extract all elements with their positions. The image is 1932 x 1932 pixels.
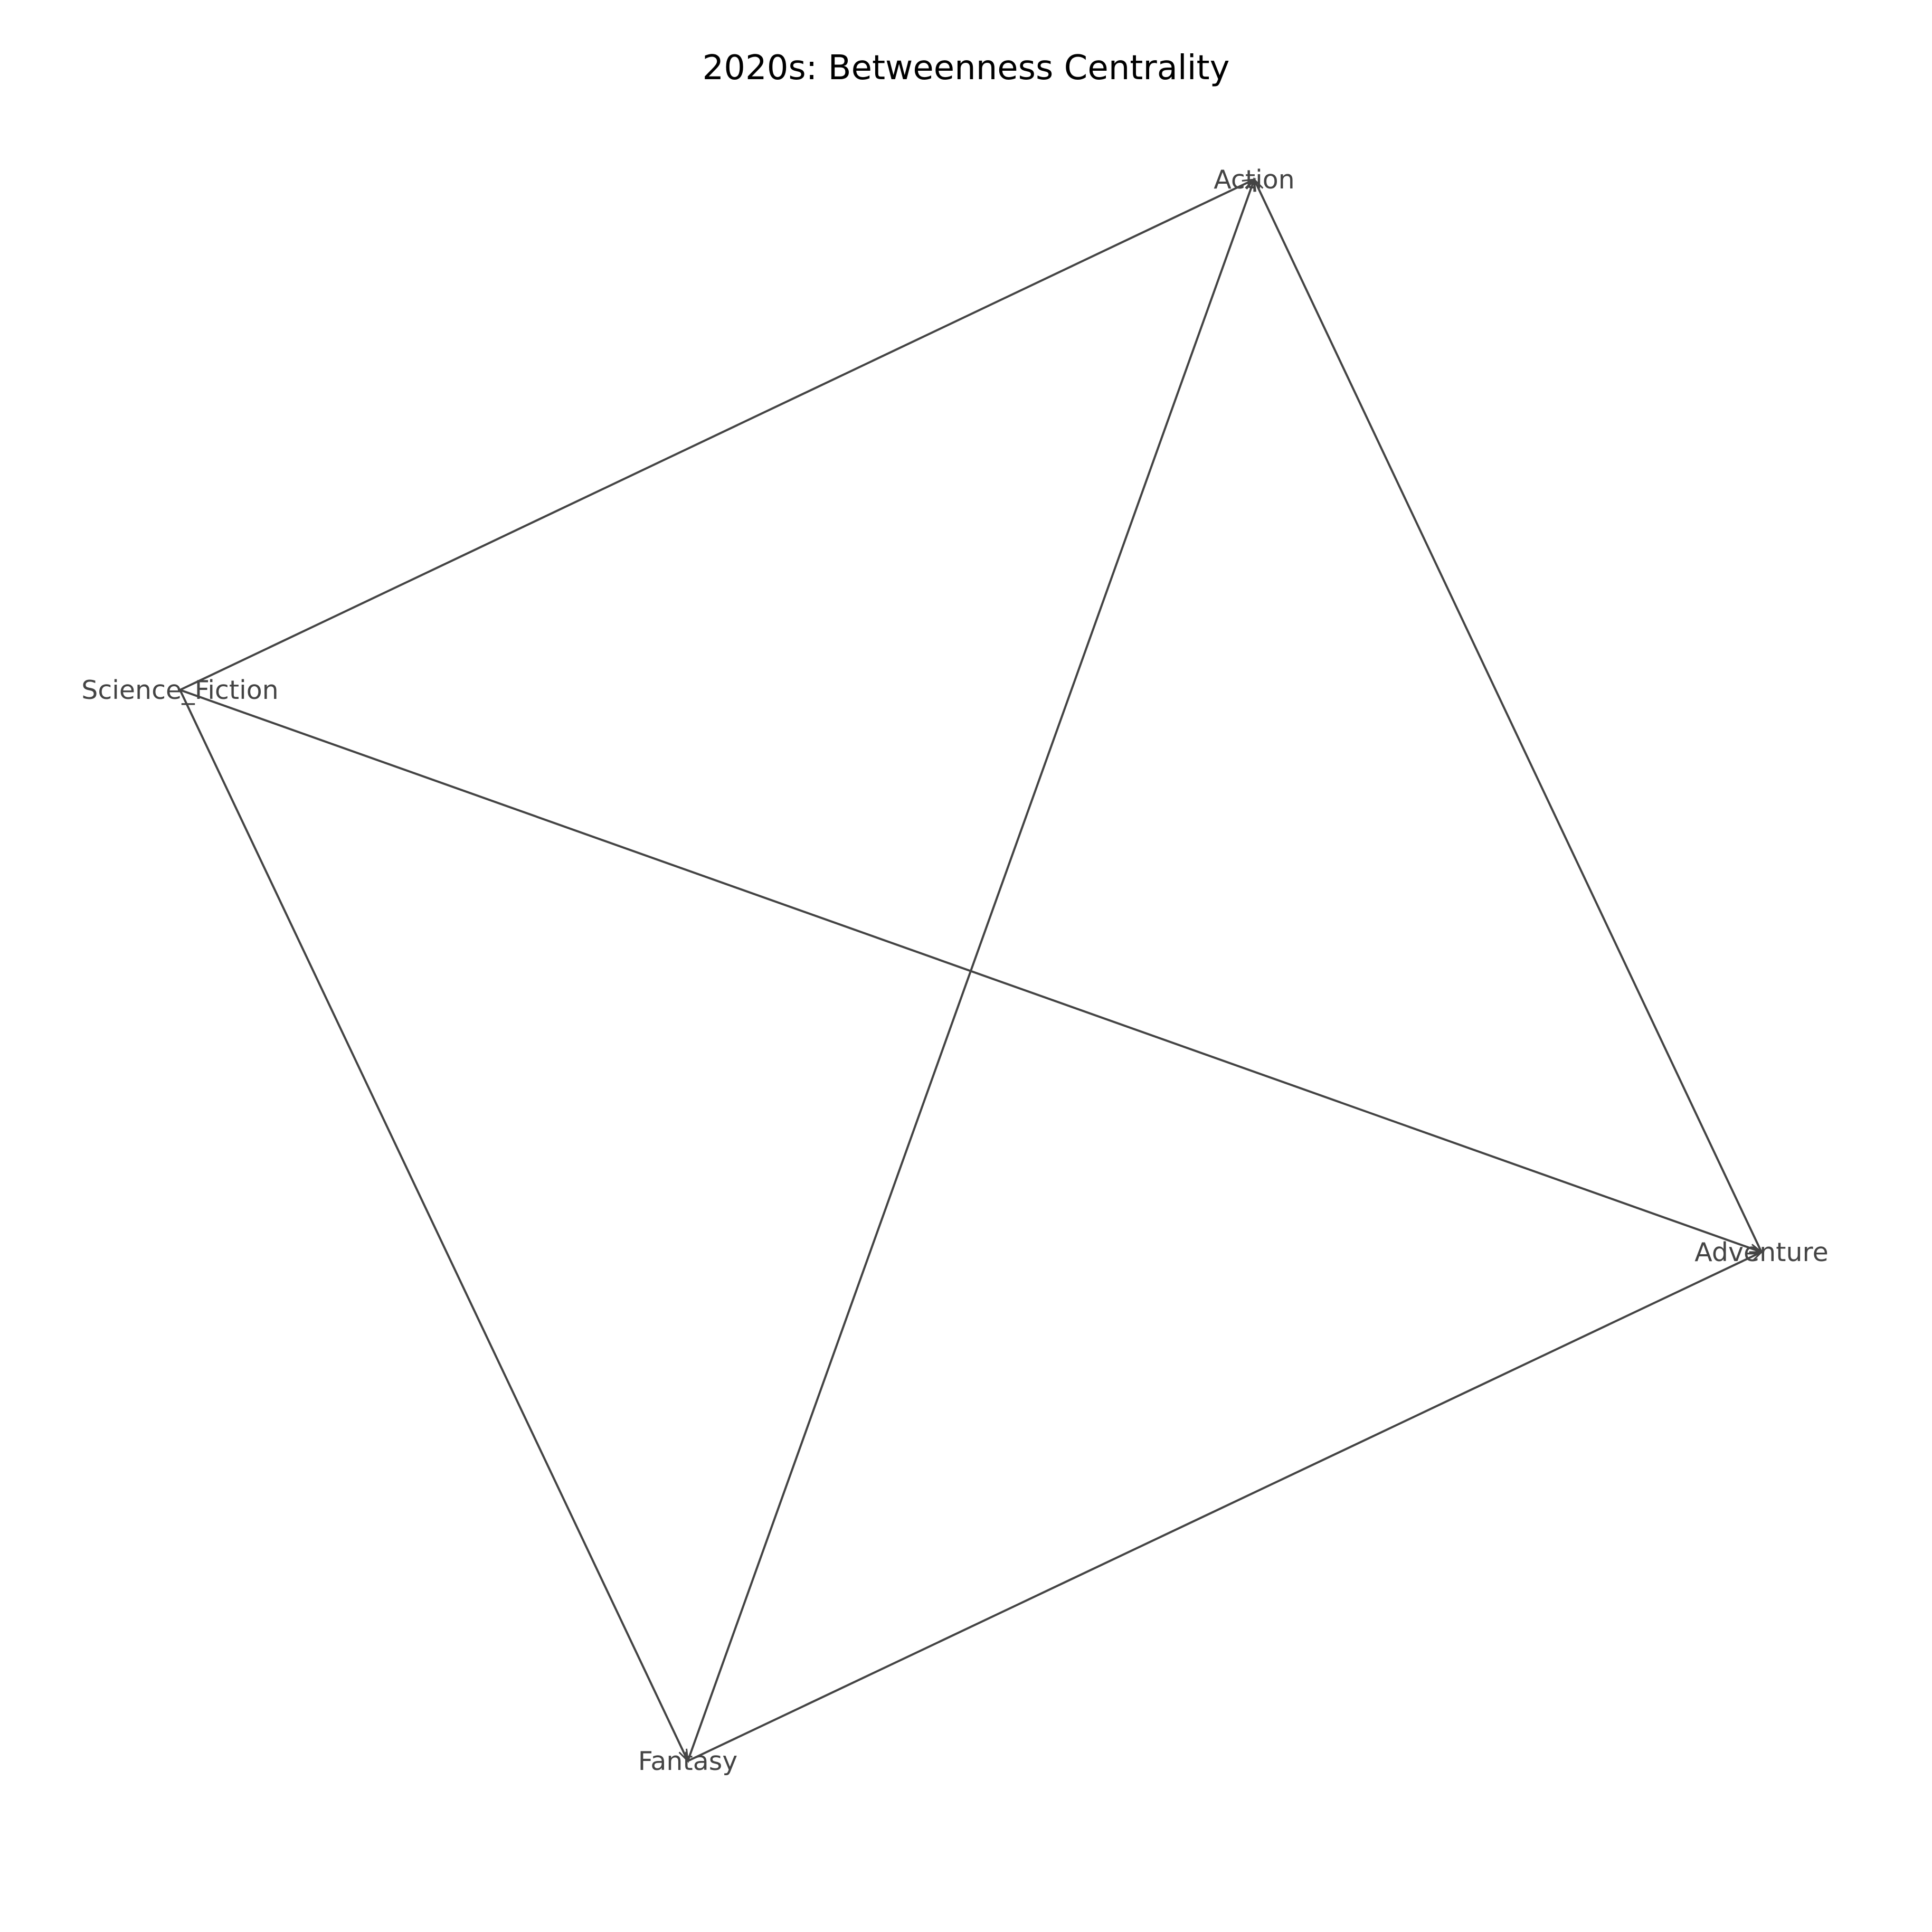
edge-science-fiction-to-adventure [179,689,1762,1253]
edges-layer [179,177,1764,1764]
diagram-title: 2020s: Betweenness Centrality [703,49,1230,88]
edge-arrowhead [1253,177,1264,192]
edge-science-fiction-to-action [179,178,1255,691]
edge-adventure-to-action [1253,179,1763,1253]
edge-fantasy-to-adventure [687,1251,1762,1762]
node-label-science-fiction: Science_Fiction [81,675,278,705]
node-label-action: Action [1214,165,1294,195]
edge-arrowhead [1749,1251,1764,1262]
edge-science-fiction-to-fantasy [179,689,689,1761]
node-label-fantasy: Fantasy [638,1746,738,1776]
node-label-adventure: Adventure [1694,1237,1828,1267]
